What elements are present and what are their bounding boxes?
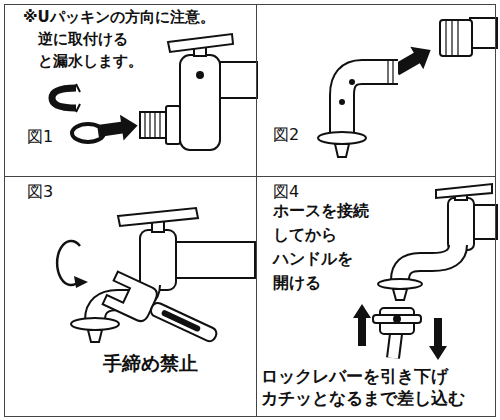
faucet-outlet [440,18,497,56]
figure-number: 図4 [273,182,313,201]
faucet-body [166,106,180,144]
instruction-note: ロックレバーを引き下げ カチッとなるまで差し込む [261,365,487,409]
faucet-body [176,242,255,278]
instruction-note: ホースを接続 してから ハンドルを 開ける [273,199,383,295]
figure-panel: ※Uパッキンの方向に注意。 逆に取付ける と漏水します。図1 [4,4,257,177]
push-arrow [353,304,371,346]
faucet-body [118,208,198,226]
faucet-body [140,230,176,290]
hose-connector [394,316,400,322]
u-packing-section [52,88,76,108]
spout [400,245,458,280]
faucet-body [140,112,166,138]
wrench [103,272,223,354]
hose-connector [373,315,421,323]
faucet-outlet [470,18,497,48]
faucet-body [448,198,474,250]
hose-connector [373,308,421,358]
faucet-body [436,184,492,198]
wrench [103,272,160,324]
faucet-body [180,55,220,150]
hose-connector [393,334,396,358]
figure-panel: 図3 手締め禁止 [4,176,257,417]
spout [378,245,458,300]
spout [71,318,119,330]
figure-number: 図2 [273,125,313,144]
elbow-spout [342,72,398,132]
rotation-arrow [74,276,88,288]
faucet-body [436,184,497,250]
elbow-spout [318,60,398,157]
wrench [149,301,218,343]
faucet-body [220,62,257,98]
spout [400,245,458,280]
elbow-spout [342,72,398,132]
figure-panel: 図2 [256,4,496,177]
wrench [162,311,200,332]
faucet-outlet [446,20,458,56]
elbow-spout [339,99,345,105]
insert-arrow [96,113,139,144]
elbow-spout [318,132,366,144]
caution-note: ※Uパッキンの方向に注意。 逆に取付ける と漏水します。 [23,7,238,72]
figure-number: 図3 [27,182,67,201]
u-packing-section [76,84,80,112]
u-packing-section [52,84,80,112]
faucet-body [197,72,203,78]
elbow-spout [388,60,393,84]
warning-note: 手締め禁止 [103,352,223,375]
elbow-spout [349,79,355,85]
spout [378,279,422,289]
spout [88,330,102,342]
faucet-outlet [440,20,472,56]
rotation-arrow [57,241,88,288]
faucet-body [140,34,257,150]
faucet-body [145,112,160,138]
insert-arrow [96,113,139,144]
faucet-body [168,34,233,52]
elbow-spout [335,144,349,157]
faucet-body [472,205,497,239]
hose-connector [393,334,396,358]
push-arrow [353,304,371,346]
spout [393,289,407,300]
faucet-body [118,208,255,290]
pull-arrow [429,318,447,360]
figure-number: 図1 [27,127,67,146]
figure-panel: 図4ホースを接続 してから ハンドルを 開けるロックレバーを引き下げ カチッとな… [256,176,496,417]
pull-arrow [429,318,447,360]
